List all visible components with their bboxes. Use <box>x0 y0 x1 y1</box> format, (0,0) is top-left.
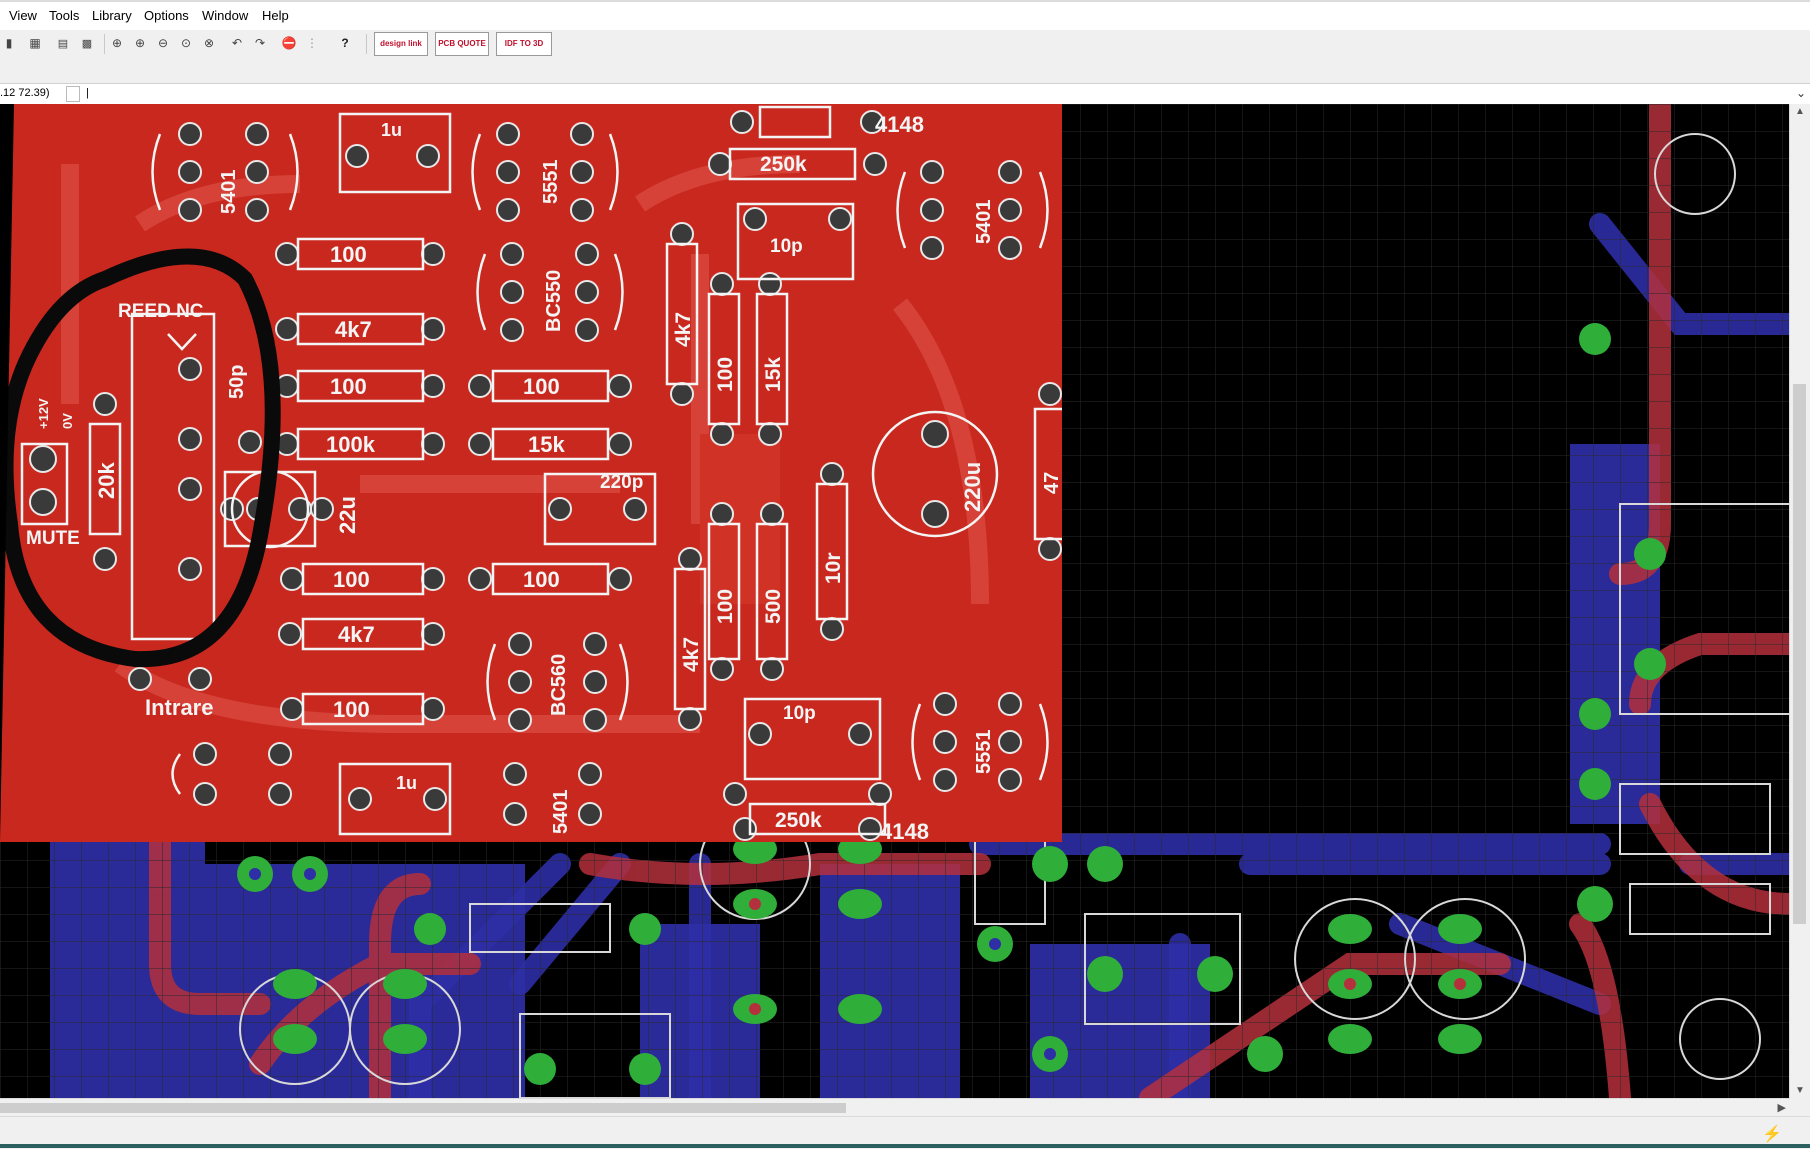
label-15k-h: 15k <box>528 432 565 457</box>
vertical-scrollbar[interactable]: ▲ ▼ <box>1789 104 1810 1098</box>
label-1u-bottom: 1u <box>396 773 417 793</box>
label-5551-b: 5551 <box>973 730 995 775</box>
menu-options[interactable]: Options <box>144 8 189 23</box>
menu-tools[interactable]: Tools <box>49 8 80 23</box>
vertical-scroll-thumb[interactable] <box>1793 384 1806 924</box>
taskbar-edge <box>0 1144 1810 1148</box>
design-link-button[interactable]: design link <box>374 32 428 56</box>
command-input[interactable] <box>84 85 1788 101</box>
label-100-a: 100 <box>330 242 367 267</box>
photo-edge-shadow <box>0 104 14 842</box>
label-100-v1: 100 <box>714 357 737 392</box>
label-100-b: 100 <box>330 374 367 399</box>
label-220p: 220p <box>600 472 643 493</box>
coordinate-display: .12 72.39) <box>0 87 50 99</box>
board-view-icon[interactable]: ▩ <box>81 37 93 50</box>
design-link-label: design link <box>380 39 422 48</box>
label-10p-top: 10p <box>770 236 803 257</box>
label-mute: MUTE <box>26 528 80 549</box>
label-500: 500 <box>762 589 785 624</box>
label-intrare: Intrare <box>145 695 213 720</box>
toolbar: ▮ ▦ ▤ ▩ ⊕ ⊕ ⊖ ⊙ ⊗ ↶ ↷ ⛔ ⋮ ? design link … <box>0 30 1810 57</box>
label-100-e: 100 <box>523 374 560 399</box>
zoom-out-icon[interactable]: ⊖ <box>157 36 169 50</box>
label-100-c: 100 <box>333 567 370 592</box>
label-bc560: BC560 <box>548 654 570 716</box>
label-22u: 22u <box>335 496 360 534</box>
marker-highlight-circle <box>0 248 281 668</box>
photo-text: REED NC +12V 0V MUTE Intrare 20k 50p 22u… <box>26 112 1062 842</box>
menu-window[interactable]: Window <box>202 8 249 23</box>
horizontal-scrollbar[interactable]: ▶ <box>0 1098 1790 1117</box>
label-50p: 50p <box>226 365 248 399</box>
zoom-redraw-icon[interactable]: ⊙ <box>180 36 192 50</box>
horizontal-scroll-thumb[interactable] <box>0 1103 846 1113</box>
help-icon[interactable]: ? <box>341 36 349 50</box>
label-4k7-b: 4k7 <box>338 622 375 647</box>
scroll-up-icon[interactable]: ▲ <box>1795 106 1805 117</box>
menu-view[interactable]: View <box>9 8 37 23</box>
chevron-down-icon[interactable]: ⌄ <box>1795 86 1806 100</box>
menu-help[interactable]: Help <box>262 8 289 23</box>
label-5401-b: 5401 <box>550 790 572 835</box>
label-0v: 0V <box>60 413 75 429</box>
menu-library[interactable]: Library <box>92 8 132 23</box>
label-5401-c: 5401 <box>973 200 995 245</box>
layer-tool-icon[interactable]: ▮ <box>5 36 13 50</box>
lightning-icon[interactable]: ⚡ <box>1762 1126 1782 1143</box>
idf-to-3d-button[interactable]: IDF TO 3D <box>496 32 552 56</box>
label-10r: 10r <box>822 552 845 584</box>
status-bar: ⚡ <box>0 1116 1810 1149</box>
label-47: 47 <box>1041 472 1062 494</box>
label-100-v2: 100 <box>714 589 737 624</box>
board-tool-icon[interactable]: ▦ <box>29 36 41 50</box>
zoom-select-icon[interactable]: ⊗ <box>203 36 215 50</box>
board-canvas[interactable]: REED NC +12V 0V MUTE Intrare 20k 50p 22u… <box>0 104 1790 1098</box>
label-4k7-a: 4k7 <box>335 317 372 342</box>
label-100-d: 100 <box>333 697 370 722</box>
title-bar-edge <box>0 0 1810 2</box>
label-reed: REED NC <box>118 301 204 322</box>
label-plus12: +12V <box>36 398 51 429</box>
label-bc550: BC550 <box>543 270 565 332</box>
pcb-quote-button[interactable]: PCB QUOTE <box>435 32 489 56</box>
scroll-right-icon[interactable]: ▶ <box>1777 1102 1786 1114</box>
label-220u: 220u <box>960 462 985 512</box>
label-100-f: 100 <box>523 567 560 592</box>
label-15k-v: 15k <box>762 357 785 392</box>
pcb-photo-overlay: REED NC +12V 0V MUTE Intrare 20k 50p 22u… <box>0 104 1062 842</box>
label-5551-a: 5551 <box>540 160 562 205</box>
go-icon[interactable]: ⋮ <box>306 36 318 50</box>
schematic-icon[interactable]: ▤ <box>57 37 69 50</box>
stop-icon[interactable]: ⛔ <box>281 36 297 50</box>
label-10p-bottom: 10p <box>783 703 816 724</box>
zoom-in-icon[interactable]: ⊕ <box>134 36 146 50</box>
photo-silkscreen <box>3 105 1062 836</box>
label-250k-bottom: 250k <box>775 809 822 832</box>
command-history-button[interactable] <box>66 86 80 102</box>
label-250k-top: 250k <box>760 153 807 176</box>
label-4148-bottom: 4148 <box>880 819 929 842</box>
toolbar-separator <box>366 34 367 54</box>
scroll-down-icon[interactable]: ▼ <box>1795 1085 1805 1096</box>
pcb-quote-label: PCB QUOTE <box>438 39 486 48</box>
menu-bar: View Tools Library Options Window Help <box>0 0 1810 31</box>
label-1u-top: 1u <box>381 120 402 140</box>
undo-icon[interactable]: ↶ <box>231 36 243 50</box>
label-4k7-v1: 4k7 <box>672 312 695 347</box>
redo-icon[interactable]: ↷ <box>254 36 266 50</box>
label-20k: 20k <box>94 462 119 499</box>
idf-label: IDF TO 3D <box>504 39 544 48</box>
label-4k7-v2: 4k7 <box>680 637 703 672</box>
label-5401-a: 5401 <box>218 170 240 215</box>
label-4148-top: 4148 <box>875 112 924 137</box>
command-row: .12 72.39) ⌄ <box>0 83 1810 105</box>
label-100k: 100k <box>326 432 376 457</box>
zoom-fit-icon[interactable]: ⊕ <box>111 36 123 50</box>
toolbar-separator <box>104 34 105 54</box>
